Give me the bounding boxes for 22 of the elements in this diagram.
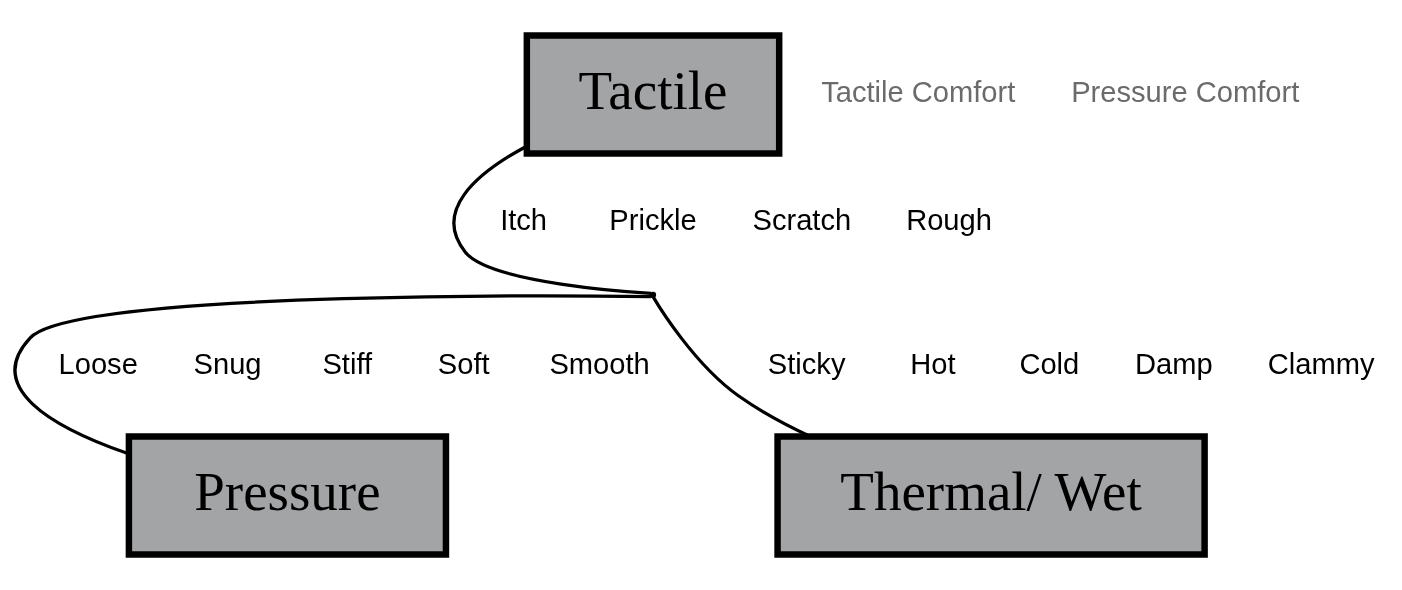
label: Damp — [1135, 348, 1213, 380]
label: Rough — [906, 204, 992, 237]
label: Scratch — [752, 204, 852, 237]
label: Itch — [500, 204, 548, 237]
node-box: Pressure — [125, 433, 450, 558]
label: Loose — [58, 348, 138, 380]
node-box: Thermal/ Wet — [774, 433, 1208, 558]
label: Clammy — [1267, 348, 1375, 380]
node-box: Tactile — [523, 32, 783, 157]
connector — [13, 294, 651, 456]
label: Prickle — [609, 204, 697, 237]
label: Tactile Comfort — [821, 75, 1016, 108]
label: Snug — [193, 348, 262, 380]
label: Hot — [910, 348, 956, 380]
label: Cold — [1019, 348, 1080, 380]
label: Soft — [437, 348, 490, 380]
connector — [452, 144, 652, 295]
label: Pressure Comfort — [1071, 75, 1300, 108]
label: Stiff — [322, 348, 373, 380]
label: Smooth — [549, 348, 650, 380]
node-point — [649, 291, 657, 299]
label: Sticky — [767, 348, 846, 380]
